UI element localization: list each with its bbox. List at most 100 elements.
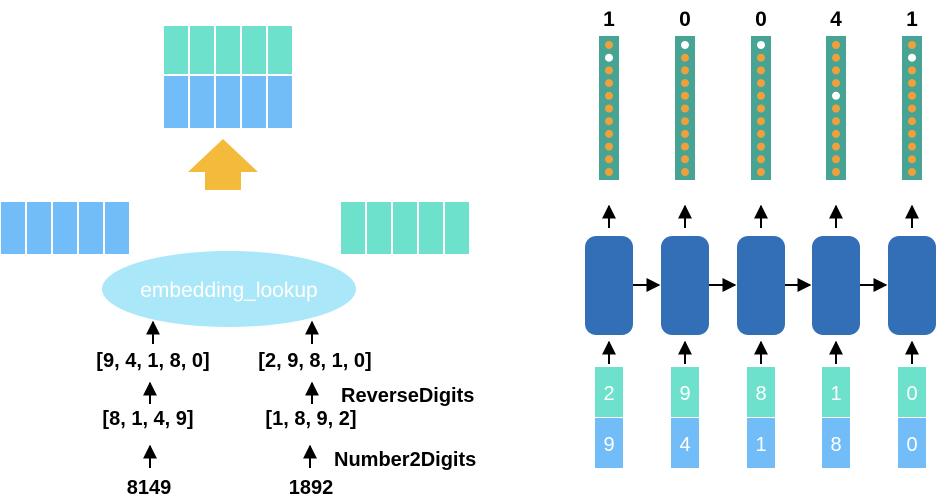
dot-3-9 [832, 155, 840, 164]
embedding-lookup-label: embedding_lookup [140, 279, 317, 302]
input-teal-block-0 [595, 367, 623, 417]
dot-0-10 [605, 168, 613, 176]
dot-3-6 [832, 117, 840, 126]
input-teal-block-4 [898, 367, 926, 417]
right-reversed-digits: [2, 9, 8, 1, 0] [258, 350, 371, 372]
combined-blue-cell-4 [268, 76, 292, 128]
dot-1-5 [681, 104, 689, 113]
input-teal-block-2 [747, 367, 775, 417]
dot-1-4 [681, 91, 689, 100]
number-to-digits-label: Number2Digits [334, 449, 476, 471]
dot-0-7 [605, 129, 613, 138]
dot-4-6 [908, 117, 916, 126]
output-digit-4: 1 [906, 8, 918, 31]
dot-1-3 [681, 79, 689, 88]
left-blue-cell-4 [105, 202, 129, 254]
combined-embedding [164, 26, 292, 128]
dot-4-3 [908, 79, 916, 88]
input-blue-block-4 [898, 418, 926, 468]
output-digit-1: 0 [679, 8, 691, 31]
input-top-digit-0: 2 [603, 383, 614, 405]
dot-2-8 [757, 142, 765, 151]
rnn-cell-0 [585, 236, 633, 335]
input-bottom-digit-2: 1 [755, 434, 766, 456]
left-blue-cell-2 [53, 202, 77, 254]
dot-3-1 [832, 53, 840, 62]
active-dot-1-0 [681, 41, 689, 49]
dot-3-2 [832, 66, 840, 75]
dot-2-9 [757, 155, 765, 164]
right-digits: [1, 8, 9, 2] [265, 408, 356, 430]
dot-4-7 [908, 129, 916, 138]
dot-3-5 [832, 104, 840, 113]
dot-0-0 [605, 41, 613, 49]
rnn-cell-3 [812, 236, 860, 335]
dot-0-3 [605, 79, 613, 88]
combined-teal-cell-1 [190, 26, 214, 74]
active-dot-3-4 [832, 91, 840, 100]
input-blue-block-0 [595, 418, 623, 468]
concat-up-arrow [188, 139, 258, 190]
dot-3-0 [832, 41, 840, 49]
rnn-cell-4 [888, 236, 936, 335]
left-digits: [8, 1, 4, 9] [102, 408, 193, 430]
dot-4-4 [908, 91, 916, 100]
dot-2-7 [757, 129, 765, 138]
right-teal-cell-4 [445, 202, 469, 254]
dot-4-0 [908, 41, 916, 49]
dot-1-9 [681, 155, 689, 164]
reverse-digits-label: ReverseDigits [341, 385, 474, 407]
input-bottom-digit-1: 4 [679, 434, 690, 456]
right-teal-cell-1 [367, 202, 391, 254]
dot-0-6 [605, 117, 613, 126]
left-blue-cell-3 [79, 202, 103, 254]
rnn-cell-1 [661, 236, 709, 335]
dot-4-5 [908, 104, 916, 113]
dot-2-10 [757, 168, 765, 176]
dot-3-8 [832, 142, 840, 151]
dot-2-3 [757, 79, 765, 88]
input-blue-block-1 [671, 418, 699, 468]
right-number: 1892 [289, 477, 334, 499]
active-dot-2-0 [757, 41, 765, 49]
dot-1-2 [681, 66, 689, 75]
right-embedding [341, 202, 469, 254]
dot-1-8 [681, 142, 689, 151]
input-bottom-digit-3: 8 [830, 434, 841, 456]
dot-2-5 [757, 104, 765, 113]
input-teal-block-3 [822, 367, 850, 417]
dot-1-10 [681, 168, 689, 176]
dot-1-7 [681, 129, 689, 138]
dot-4-8 [908, 142, 916, 151]
dot-1-6 [681, 117, 689, 126]
input-top-digit-1: 9 [679, 383, 690, 405]
dot-2-1 [757, 53, 765, 62]
right-teal-cell-0 [341, 202, 365, 254]
combined-teal-cell-3 [242, 26, 266, 74]
rnn-cell-2 [737, 236, 785, 335]
dot-0-8 [605, 142, 613, 151]
input-bottom-digit-4: 0 [906, 434, 917, 456]
combined-blue-cell-0 [164, 76, 188, 128]
dot-3-10 [832, 168, 840, 176]
active-dot-4-1 [908, 53, 916, 62]
dot-4-10 [908, 168, 916, 176]
left-number: 8149 [127, 477, 172, 499]
input-top-digit-2: 8 [755, 383, 766, 405]
left-blue-cell-0 [1, 202, 25, 254]
dot-1-1 [681, 53, 689, 62]
left-embedding [1, 202, 129, 254]
combined-teal-cell-4 [268, 26, 292, 74]
dot-2-6 [757, 117, 765, 126]
right-teal-cell-3 [419, 202, 443, 254]
input-bottom-digit-0: 9 [603, 434, 614, 456]
input-top-digit-3: 1 [830, 383, 841, 405]
combined-blue-cell-2 [216, 76, 240, 128]
active-dot-0-1 [605, 53, 613, 62]
dot-4-9 [908, 155, 916, 164]
input-blue-block-3 [822, 418, 850, 468]
input-blue-block-2 [747, 418, 775, 468]
right-teal-cell-2 [393, 202, 417, 254]
